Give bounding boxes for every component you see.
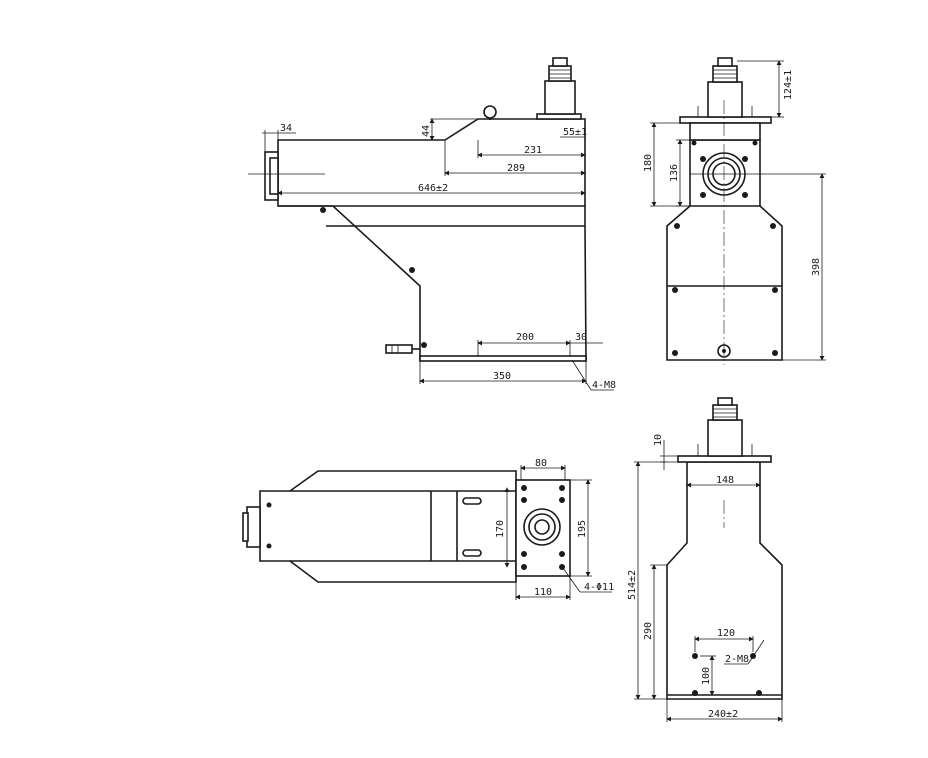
front-hole-10 — [772, 287, 778, 293]
end-connector-nut — [712, 404, 738, 421]
front-port-hole-4 — [742, 192, 748, 198]
dim-200-label: 200 — [516, 332, 534, 343]
front-port-hole-2 — [742, 156, 748, 162]
end-connector-tip — [717, 397, 733, 406]
dim-100-label: 100 — [701, 667, 712, 685]
dim-195-label: 195 — [577, 520, 588, 538]
lifting-eye — [483, 105, 497, 119]
dim-124-label: 124±1 — [783, 70, 794, 100]
top-left-hole-2 — [266, 543, 272, 549]
dim-136-label: 136 — [669, 164, 680, 182]
top-plate-hole-5 — [521, 551, 527, 557]
top-plate-hole-4 — [559, 497, 565, 503]
side-base-strip — [419, 355, 587, 362]
leader-4phi11-label: 4-Φ11 — [584, 582, 614, 593]
front-port-hole-3 — [700, 192, 706, 198]
front-view: 124±1 180 136 398 — [643, 57, 826, 365]
front-hole-8 — [770, 223, 776, 229]
leader-4m8-label: 4-M8 — [592, 380, 616, 391]
leader-4m8 — [571, 359, 592, 391]
end-hole-3 — [692, 690, 698, 696]
front-port-hole-1 — [700, 156, 706, 162]
leader-4phi11 — [562, 567, 581, 593]
leader-2m8-label: 2-M8 — [725, 654, 749, 665]
top-slot-lower — [462, 549, 482, 557]
dim-120-label: 120 — [717, 628, 735, 639]
end-hole-1 — [692, 653, 698, 659]
top-mount-plate — [515, 479, 571, 577]
top-port-outer — [523, 508, 561, 546]
top-plate-hole-2 — [559, 485, 565, 491]
front-connector-tip — [717, 57, 733, 67]
top-plate-hole-7 — [521, 564, 527, 570]
side-connector-nut — [548, 65, 572, 82]
front-hole-9 — [672, 287, 678, 293]
dim-44-label: 44 — [421, 125, 432, 137]
top-plate-hole-6 — [559, 551, 565, 557]
dim-646-label: 646±2 — [418, 183, 448, 194]
front-hole-5 — [691, 140, 697, 146]
top-view: 80 170 195 110 4-Φ11 — [242, 458, 614, 600]
top-left-flange — [246, 506, 261, 548]
dim-350-label: 350 — [493, 371, 511, 382]
top-plate-hole-3 — [521, 497, 527, 503]
dim-30-label: 30 — [575, 332, 587, 343]
dim-240-label: 240±2 — [708, 709, 738, 720]
dim-110-label: 110 — [534, 587, 552, 598]
dim-55-label: 55±1 — [563, 127, 587, 138]
dim-148-label: 148 — [716, 475, 734, 486]
dim-398-label: 398 — [811, 258, 822, 276]
end-top-flange — [677, 455, 772, 463]
top-slot-upper — [462, 497, 482, 505]
dim-231-label: 231 — [524, 145, 542, 156]
dim-514-label: 514±2 — [627, 570, 638, 600]
side-fitting — [385, 344, 413, 354]
top-left-flange-inner — [242, 512, 249, 542]
top-left-hole-1 — [266, 502, 272, 508]
dim-180-label: 180 — [643, 154, 654, 172]
front-flange-neck — [689, 122, 761, 141]
end-view: 10 148 514±2 290 120 2-M8 100 240±2 — [627, 397, 783, 722]
front-body-outline — [666, 139, 783, 361]
front-hole-6 — [752, 140, 758, 146]
side-connector-tip — [552, 57, 568, 67]
dim-290-label: 290 — [643, 622, 654, 640]
front-hole-7 — [674, 223, 680, 229]
dim-170-label: 170 — [495, 520, 506, 538]
dim-34-label: 34 — [280, 123, 292, 134]
dim-10-label: 10 — [653, 434, 664, 446]
front-top-flange — [679, 116, 772, 124]
side-hole-1 — [320, 207, 326, 213]
side-connector-body — [544, 80, 576, 115]
side-hole-3 — [421, 342, 427, 348]
top-port-inner — [534, 519, 550, 535]
side-view: 34 44 55±1 231 289 646±2 200 30 350 — [248, 57, 616, 391]
dim-80-label: 80 — [535, 458, 547, 469]
top-port-mid — [528, 513, 556, 541]
top-plate-hole-1 — [521, 485, 527, 491]
front-hole-12 — [772, 350, 778, 356]
side-left-flange-inner — [269, 157, 279, 195]
end-hole-4 — [756, 690, 762, 696]
end-connector-body — [707, 419, 743, 457]
front-connector-body — [707, 81, 743, 118]
dim-289-label: 289 — [507, 163, 525, 174]
top-body-outline — [259, 470, 517, 583]
front-hole-11 — [672, 350, 678, 356]
side-hole-2 — [409, 267, 415, 273]
leader-2m8 — [747, 639, 765, 665]
